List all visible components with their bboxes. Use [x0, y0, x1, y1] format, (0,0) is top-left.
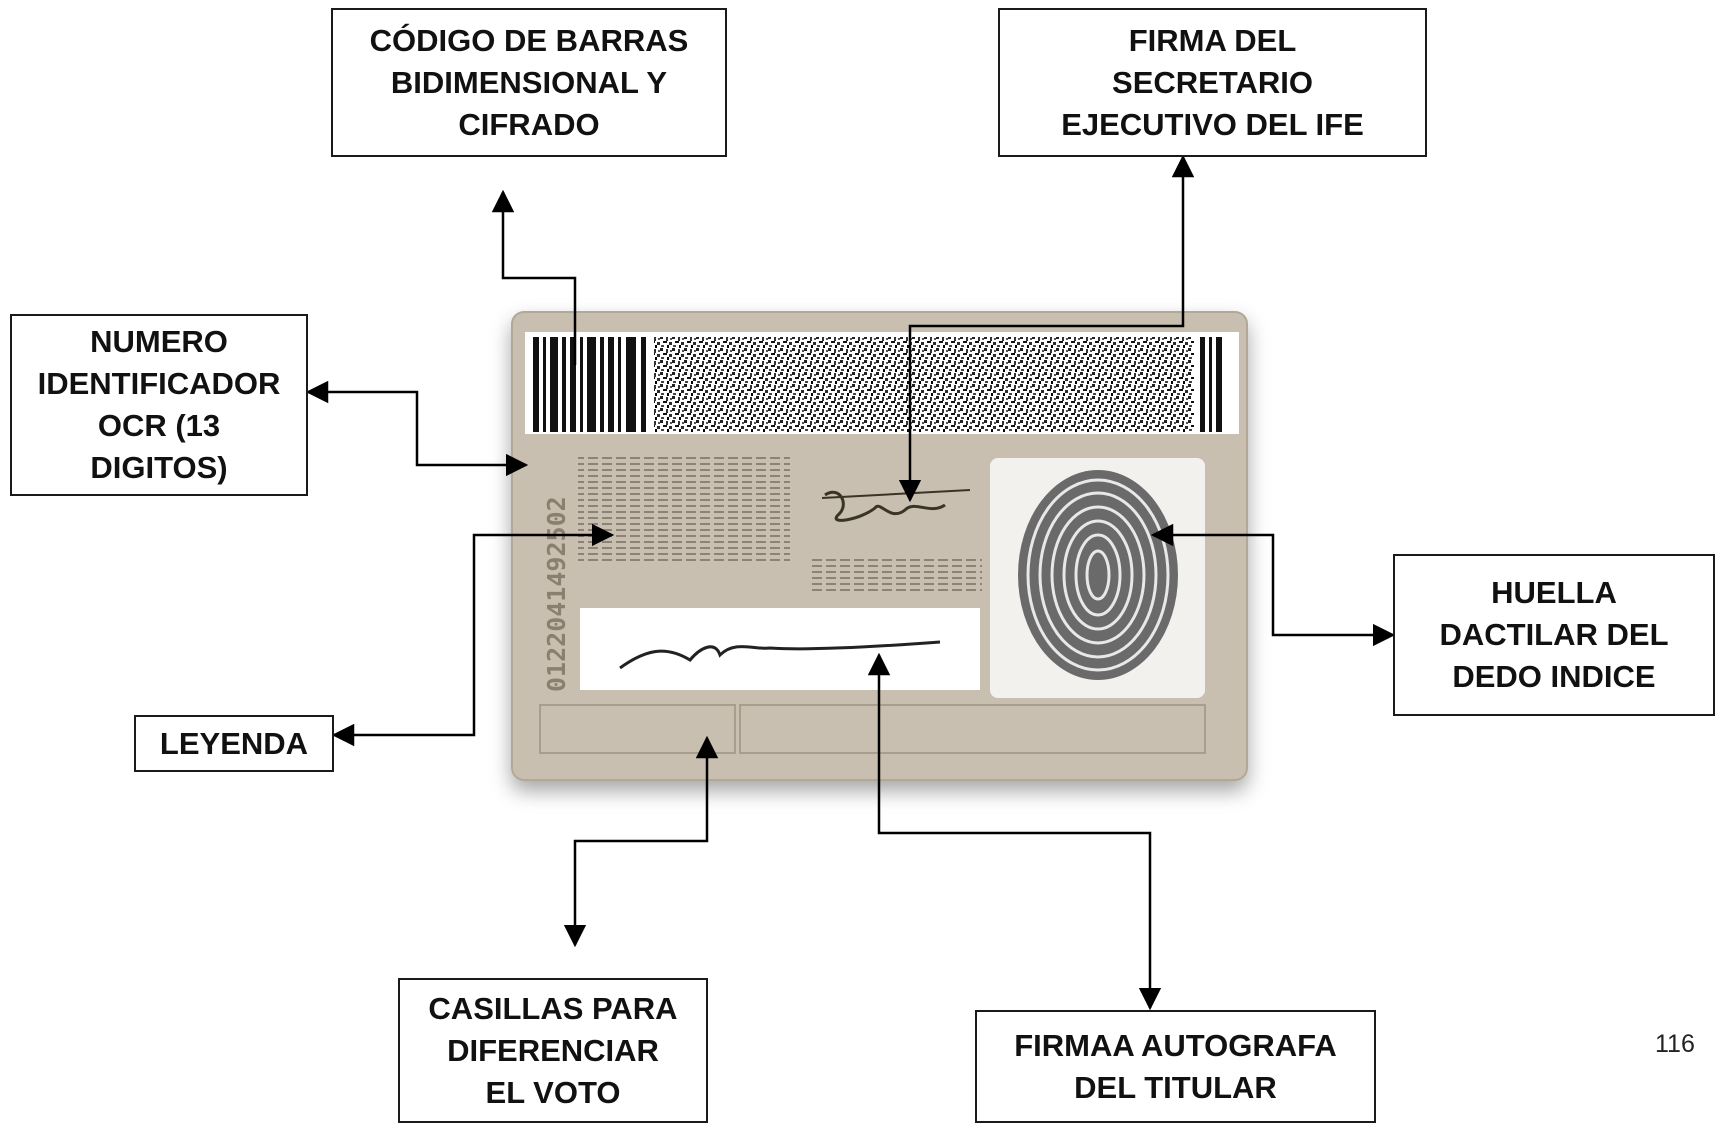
label-vote-boxes: CASILLAS PARA DIFERENCIAR EL VOTO [398, 978, 708, 1123]
legend-print [578, 454, 790, 564]
ocr-number-text: 0122041492502 [542, 496, 571, 692]
connector-holder-signature [867, 652, 1162, 1011]
label-secretary-signature-text: FIRMA DEL SECRETARIO EJECUTIVO DEL IFE [1061, 22, 1364, 142]
connector-ocr [305, 380, 529, 477]
label-barcode-text: CÓDIGO DE BARRAS BIDIMENSIONAL Y CIFRADO [369, 22, 689, 142]
label-holder-signature-text: FIRMAA AUTOGRAFA DEL TITULAR [1014, 1027, 1337, 1105]
connector-fingerprint [1150, 523, 1396, 647]
holder-signature-panel [580, 608, 980, 690]
label-secretary-signature: FIRMA DEL SECRETARIO EJECUTIVO DEL IFE [998, 8, 1427, 157]
label-ocr-number: NUMERO IDENTIFICADOR OCR (13 DIGITOS) [10, 314, 308, 496]
label-vote-boxes-text: CASILLAS PARA DIFERENCIAR EL VOTO [428, 990, 678, 1110]
linear-barcode [533, 337, 646, 432]
barcode-strip [525, 332, 1239, 434]
label-fingerprint-text: HUELLA DACTILAR DEL DEDO INDICE [1439, 575, 1669, 694]
label-barcode: CÓDIGO DE BARRAS BIDIMENSIONAL Y CIFRADO [331, 8, 727, 157]
label-fingerprint: HUELLA DACTILAR DEL DEDO INDICE [1393, 554, 1715, 716]
fingerprint-area [990, 458, 1205, 698]
connector-secretary [898, 154, 1195, 503]
connector-lines [305, 154, 1396, 1011]
2d-barcode [654, 337, 1194, 432]
connector-barcode [491, 189, 577, 365]
label-holder-signature: FIRMAA AUTOGRAFA DEL TITULAR [975, 1010, 1376, 1123]
connector-vote [563, 735, 719, 948]
connector-legend [331, 523, 615, 747]
label-legend: LEYENDA [134, 715, 334, 772]
page-number: 116 [1655, 1030, 1695, 1058]
label-ocr-number-text: NUMERO IDENTIFICADOR OCR (13 DIGITOS) [37, 324, 281, 485]
label-legend-text: LEYENDA [159, 725, 309, 761]
